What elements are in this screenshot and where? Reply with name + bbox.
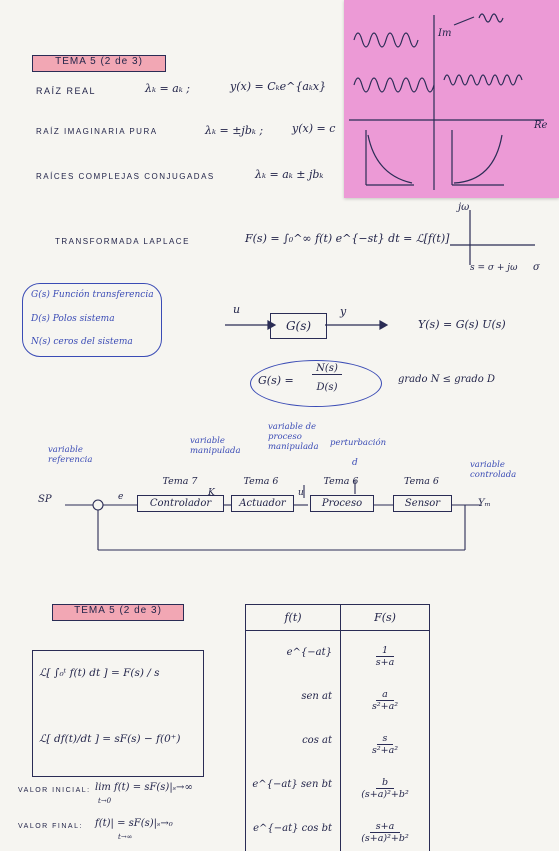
tf-frac-note: grado N ≤ grado D xyxy=(398,374,495,385)
tf-frac-num: N(s) xyxy=(312,363,342,375)
tf-fraction-ellipse xyxy=(250,360,382,407)
ann-process: variable de proceso manipulada xyxy=(268,422,319,452)
label-sp: SP xyxy=(38,494,52,505)
ann-controlled: variable controlada xyxy=(470,460,517,480)
block-controller: Controlador xyxy=(137,495,224,512)
sticky-note: Im Re xyxy=(344,0,559,198)
control-loop-lines xyxy=(65,480,480,551)
fraction-numerator: 1 xyxy=(375,645,395,657)
prop-integral: ℒ[ ∫₀ᵗ f(t) dt ] = F(s) / s xyxy=(39,667,160,679)
table-header-Fs: F(s) xyxy=(340,604,430,631)
fraction-numerator: s+a xyxy=(369,821,401,833)
tf-frac-den: D(s) xyxy=(316,382,338,393)
laplace-label: TRANSFORMADA LAPLACE xyxy=(55,237,190,246)
legend-cloud: G(s) Función transferencia D(s) Polos si… xyxy=(22,283,162,357)
tema-actuator: Tema 6 xyxy=(243,476,279,487)
ann-reference: variable referencia xyxy=(48,445,93,465)
section2-tag: TEMA 5 (2 de 3) xyxy=(52,604,184,621)
block-process: Proceso xyxy=(310,495,374,512)
table-cell-ft: e^{−at} cos bt xyxy=(245,806,341,851)
s-plane-axes xyxy=(450,210,535,265)
tf-input: u xyxy=(233,303,241,316)
table-cell-ft: cos at xyxy=(245,718,341,763)
tema-process: Tema 6 xyxy=(323,476,359,487)
s-plane-imag: jω xyxy=(458,202,470,213)
legend-item-gs: G(s) Función transferencia xyxy=(31,290,154,300)
final-value-sub: t→∞ xyxy=(118,833,133,841)
table-header-ft: f(t) xyxy=(245,604,341,631)
table-cell-Fs: b(s+a)²+b² xyxy=(340,762,430,807)
block-actuator: Actuador xyxy=(231,495,294,512)
table-cell-ft: sen at xyxy=(245,674,341,719)
s-plane-def: s = σ + jω xyxy=(470,263,518,273)
prop-derivative: ℒ[ df(t)/dt ] = sF(s) − f(0⁺) xyxy=(39,733,181,745)
row-real-resp: y(x) = Cₖe^{aₖx} xyxy=(230,80,327,93)
tf-frac-lhs: G(s) = xyxy=(258,374,294,387)
fraction-numerator: a xyxy=(376,689,394,701)
s-plane-real: σ xyxy=(533,262,540,273)
fraction-denominator: (s+a)²+b² xyxy=(361,832,409,844)
row-real-eq: λₖ = aₖ ; xyxy=(145,82,190,95)
tf-block-arrows xyxy=(225,319,389,331)
initial-value-label: VALOR INICIAL: xyxy=(18,787,91,794)
laplace-eq: F(s) = ∫₀^∞ f(t) e^{−st} dt = ℒ[f(t)] xyxy=(245,232,450,245)
row-complex-label: RAÍCES COMPLEJAS CONJUGADAS xyxy=(36,172,215,181)
label-ym: Yₘ xyxy=(478,498,491,509)
tf-result: Y(s) = G(s) U(s) xyxy=(418,318,506,331)
initial-value-sub: t→0 xyxy=(98,797,112,805)
fraction-numerator: b xyxy=(375,777,395,789)
tema-sensor: Tema 6 xyxy=(404,476,439,487)
row-imag-resp: y(x) = c xyxy=(292,122,336,135)
fraction-denominator: s²+a² xyxy=(371,700,399,712)
fraction-denominator: (s+a)²+b² xyxy=(361,788,409,800)
ann-d: d xyxy=(352,458,358,468)
label-k: K xyxy=(208,488,215,498)
sticky-im-label: Im xyxy=(438,28,452,39)
fraction-denominator: s²+a² xyxy=(371,744,399,756)
ann-disturbance: perturbación xyxy=(330,438,387,448)
initial-value-eq: lim f(t) = sF(s)|ₛ→∞ xyxy=(95,782,193,793)
final-value-eq: f(t)| = sF(s)|ₛ→₀ xyxy=(95,818,173,829)
row-imag-label: RAÍZ IMAGINARIA PURA xyxy=(36,127,158,136)
ann-manipulated: variable manipulada xyxy=(190,436,241,456)
tf-output: y xyxy=(340,305,347,318)
legend-item-ds: D(s) Polos sistema xyxy=(31,314,115,324)
table-cell-Fs: s+a(s+a)²+b² xyxy=(340,806,430,851)
table-cell-ft: e^{−at} xyxy=(245,630,341,675)
row-real-label: RAÍZ REAL xyxy=(36,86,97,96)
label-u: u xyxy=(298,488,304,498)
fraction-numerator: s xyxy=(376,733,394,745)
table-cell-ft: e^{−at} sen bt xyxy=(245,762,341,807)
tf-gs-block: G(s) xyxy=(270,313,327,339)
pole-response-plots xyxy=(349,13,544,190)
tema-controller: Tema 7 xyxy=(162,476,198,487)
final-value-label: VALOR FINAL: xyxy=(18,823,83,830)
row-imag-eq: λₖ = ±jbₖ ; xyxy=(205,124,264,137)
fraction-denominator: s+a xyxy=(375,656,395,668)
sticky-re-label: Re xyxy=(534,120,548,131)
row-complex-eq: λₖ = aₖ ± jbₖ xyxy=(255,168,324,181)
section1-tag: TEMA 5 (2 de 3) xyxy=(32,55,166,72)
legend-item-ns: N(s) ceros del sistema xyxy=(31,337,133,347)
block-sensor: Sensor xyxy=(393,495,452,512)
label-e: e xyxy=(118,492,124,502)
laplace-properties-box: ℒ[ ∫₀ᵗ f(t) dt ] = F(s) / s ℒ[ df(t)/dt … xyxy=(32,650,204,777)
